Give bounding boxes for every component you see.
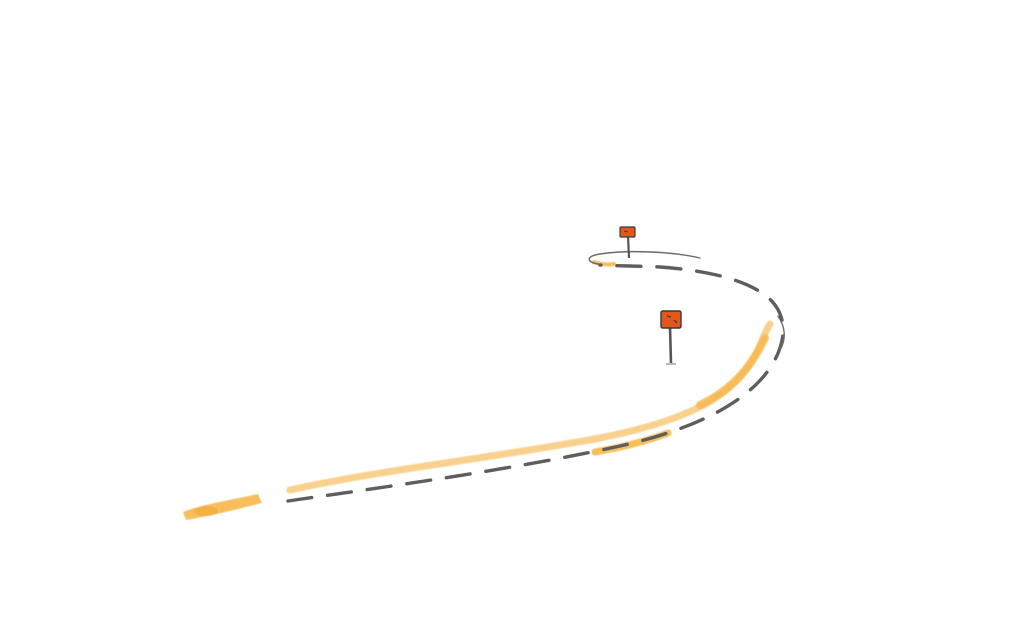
far-sign-mark (623, 230, 629, 233)
near-sign-face (660, 310, 682, 329)
far-sign-post (626, 235, 631, 259)
near-sign-mark (666, 315, 678, 324)
road-right-outline (777, 315, 785, 351)
far-sign (619, 226, 636, 259)
near-sign-post (668, 326, 673, 364)
near-sign (660, 310, 682, 365)
lane-dash-line (286, 263, 785, 503)
road-start-blob-core (194, 506, 218, 516)
road-far-outline (588, 250, 701, 265)
road-edge-stroke-upper (696, 334, 769, 409)
lane-markings (286, 263, 785, 503)
road-start-blob (183, 494, 262, 520)
road-outline (588, 250, 785, 351)
road-edge (183, 260, 774, 520)
road-far-edge (592, 260, 616, 267)
